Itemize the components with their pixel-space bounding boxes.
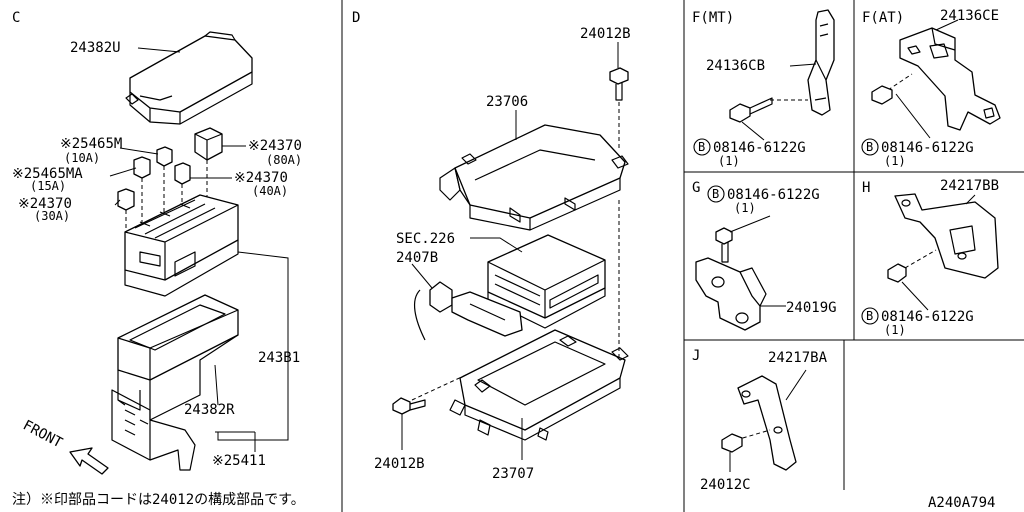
part-fat-bolt-qty: (1) bbox=[884, 154, 906, 168]
section-d-label: D bbox=[352, 10, 360, 26]
part-24136ce-label: 24136CE bbox=[940, 8, 999, 24]
part-24019g-label: 24019G bbox=[786, 300, 837, 316]
part-23707-label: 23707 bbox=[492, 466, 534, 482]
section-j-label: J bbox=[692, 348, 700, 364]
figure-code: A240A794 bbox=[928, 495, 995, 511]
bracket-24136ce-drawing bbox=[899, 27, 1001, 131]
section-c-drawing bbox=[69, 31, 289, 475]
fuse-10a-drawing bbox=[156, 146, 173, 167]
footnote: 注）※印部品コードは24012の構成部品です。 bbox=[12, 492, 305, 508]
bracket-24217ba-drawing bbox=[737, 375, 797, 471]
ecm-cover-23706-drawing bbox=[439, 124, 629, 231]
bolt-marker-fat-letter: B bbox=[866, 140, 873, 154]
part-24217ba-label: 24217BA bbox=[768, 350, 828, 366]
part-fat-bolt-label: 08146-6122G bbox=[881, 140, 974, 156]
part-24382r-label: 24382R bbox=[184, 402, 235, 418]
part-24078-label: 2407B bbox=[396, 250, 438, 266]
part-sec226-label: SEC.226 bbox=[396, 231, 455, 247]
part-g-bolt-qty: (1) bbox=[734, 201, 756, 215]
section-h-label: H bbox=[862, 180, 870, 196]
part-24012b-bottom-label: 24012B bbox=[374, 456, 425, 472]
ecm-unit-drawing bbox=[487, 234, 606, 329]
section-g-label: G bbox=[692, 180, 700, 196]
bolt-g-icon bbox=[715, 227, 733, 263]
bolt-marker-fmt-letter: B bbox=[698, 140, 705, 154]
part-24382u-label: 24382U bbox=[70, 40, 121, 56]
part-25465ma-label: ※25465MA bbox=[12, 166, 83, 182]
part-24370-80a-label: ※24370 bbox=[248, 138, 302, 154]
fuse-box-cover-drawing bbox=[125, 31, 253, 125]
bolt-fmt-icon bbox=[729, 97, 773, 123]
part-24370-40a-label: ※24370 bbox=[234, 170, 288, 186]
bracket-24136cb-drawing bbox=[807, 9, 835, 116]
bracket-24217bb-drawing bbox=[894, 193, 999, 279]
fuse-40a-drawing bbox=[174, 162, 191, 185]
section-d-drawing bbox=[392, 42, 629, 460]
panel-borders bbox=[341, 0, 1024, 512]
part-25465ma-rating: (15A) bbox=[30, 179, 66, 193]
fuse-30a-drawing bbox=[117, 188, 135, 211]
bolt-24012b-top-icon bbox=[609, 67, 629, 101]
section-c-label: C bbox=[12, 10, 20, 26]
part-24217bb-label: 24217BB bbox=[940, 178, 999, 194]
part-24370-30a-rating: (30A) bbox=[34, 209, 70, 223]
ecm-bracket-23707-drawing bbox=[449, 329, 629, 441]
bolt-marker-fat-icon bbox=[861, 138, 879, 156]
part-24012b-top-label: 24012B bbox=[580, 26, 631, 42]
part-g-bolt-label: 08146-6122G bbox=[727, 187, 820, 203]
section-f-mt-label: F(MT) bbox=[692, 10, 734, 26]
part-24370-30a-label: ※24370 bbox=[18, 196, 72, 212]
part-25411-label: ※25411 bbox=[212, 453, 266, 469]
fuse-box-lower-case-drawing bbox=[111, 294, 239, 471]
part-23706-label: 23706 bbox=[486, 94, 528, 110]
harness-connector-24078-drawing bbox=[413, 281, 523, 341]
fuse-80a-drawing bbox=[194, 127, 223, 161]
bolt-marker-h-letter: B bbox=[866, 309, 873, 323]
part-24370-40a-rating: (40A) bbox=[252, 184, 288, 198]
part-h-bolt-label: 08146-6122G bbox=[881, 309, 974, 325]
part-24370-80a-rating: (80A) bbox=[266, 153, 302, 167]
part-h-bolt-qty: (1) bbox=[884, 323, 906, 337]
front-direction-label: FRONT bbox=[20, 417, 65, 451]
bolt-marker-g-icon bbox=[707, 185, 725, 203]
fuse-block-drawing bbox=[124, 194, 239, 297]
section-f-at-label: F(AT) bbox=[862, 10, 904, 26]
bolt-h-icon bbox=[887, 263, 907, 283]
section-f-at-drawing bbox=[871, 19, 1001, 139]
part-25465m-label: ※25465M bbox=[60, 136, 122, 152]
part-fmt-bolt-label: 08146-6122G bbox=[713, 140, 806, 156]
front-arrow-icon bbox=[69, 447, 109, 475]
section-j-drawing bbox=[721, 369, 807, 472]
bolt-fat-icon bbox=[871, 85, 893, 105]
section-g-drawing bbox=[695, 215, 786, 331]
part-24381-label: 243B1 bbox=[258, 350, 300, 366]
bolt-marker-fmt-icon bbox=[693, 138, 711, 156]
bracket-24019g-drawing bbox=[695, 257, 767, 331]
bolt-marker-g-letter: B bbox=[712, 187, 719, 201]
part-24012c-label: 24012C bbox=[700, 477, 751, 493]
section-f-mt-drawing bbox=[729, 9, 835, 141]
bolt-24012c-icon bbox=[721, 433, 743, 453]
part-fmt-bolt-qty: (1) bbox=[718, 154, 740, 168]
bolt-marker-h-icon bbox=[861, 307, 879, 325]
fuse-15a-drawing bbox=[133, 156, 151, 179]
part-24136cb-label: 24136CB bbox=[706, 58, 765, 74]
section-h-drawing bbox=[887, 193, 999, 311]
part-25465m-rating: (10A) bbox=[64, 151, 100, 165]
bolt-24012b-bottom-icon bbox=[392, 397, 426, 415]
